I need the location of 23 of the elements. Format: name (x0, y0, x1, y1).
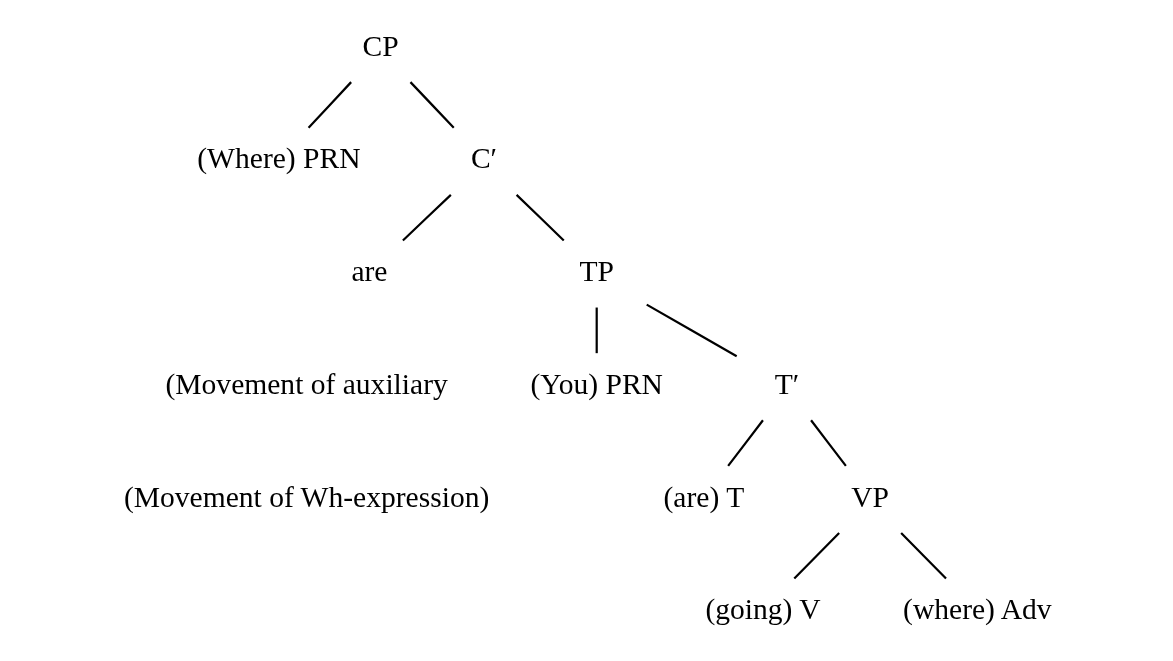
connector (307, 81, 352, 129)
node-text: (Where) PRN (196, 142, 361, 175)
node-text: (are) T (663, 480, 744, 513)
connector (409, 81, 455, 129)
connector (401, 194, 452, 242)
node-text: TP (578, 255, 614, 288)
node-text: are (350, 255, 387, 288)
connector (793, 532, 840, 580)
node-text: VP (850, 480, 889, 513)
label: (Movement of auxiliary (164, 367, 448, 400)
label: (Movement of Wh-expression) (123, 480, 489, 513)
connector (515, 194, 565, 242)
connector (809, 419, 847, 467)
node-text: (You) PRN (529, 367, 663, 400)
node-text: T′ (774, 367, 799, 400)
node-text: C′ (470, 142, 497, 175)
connector (595, 307, 598, 354)
connector (726, 419, 764, 467)
node-text: (going) V (704, 593, 821, 626)
node-text: CP (361, 29, 399, 62)
connector (899, 532, 947, 580)
node-text: (where) Adv (902, 593, 1052, 626)
connector (645, 303, 737, 358)
